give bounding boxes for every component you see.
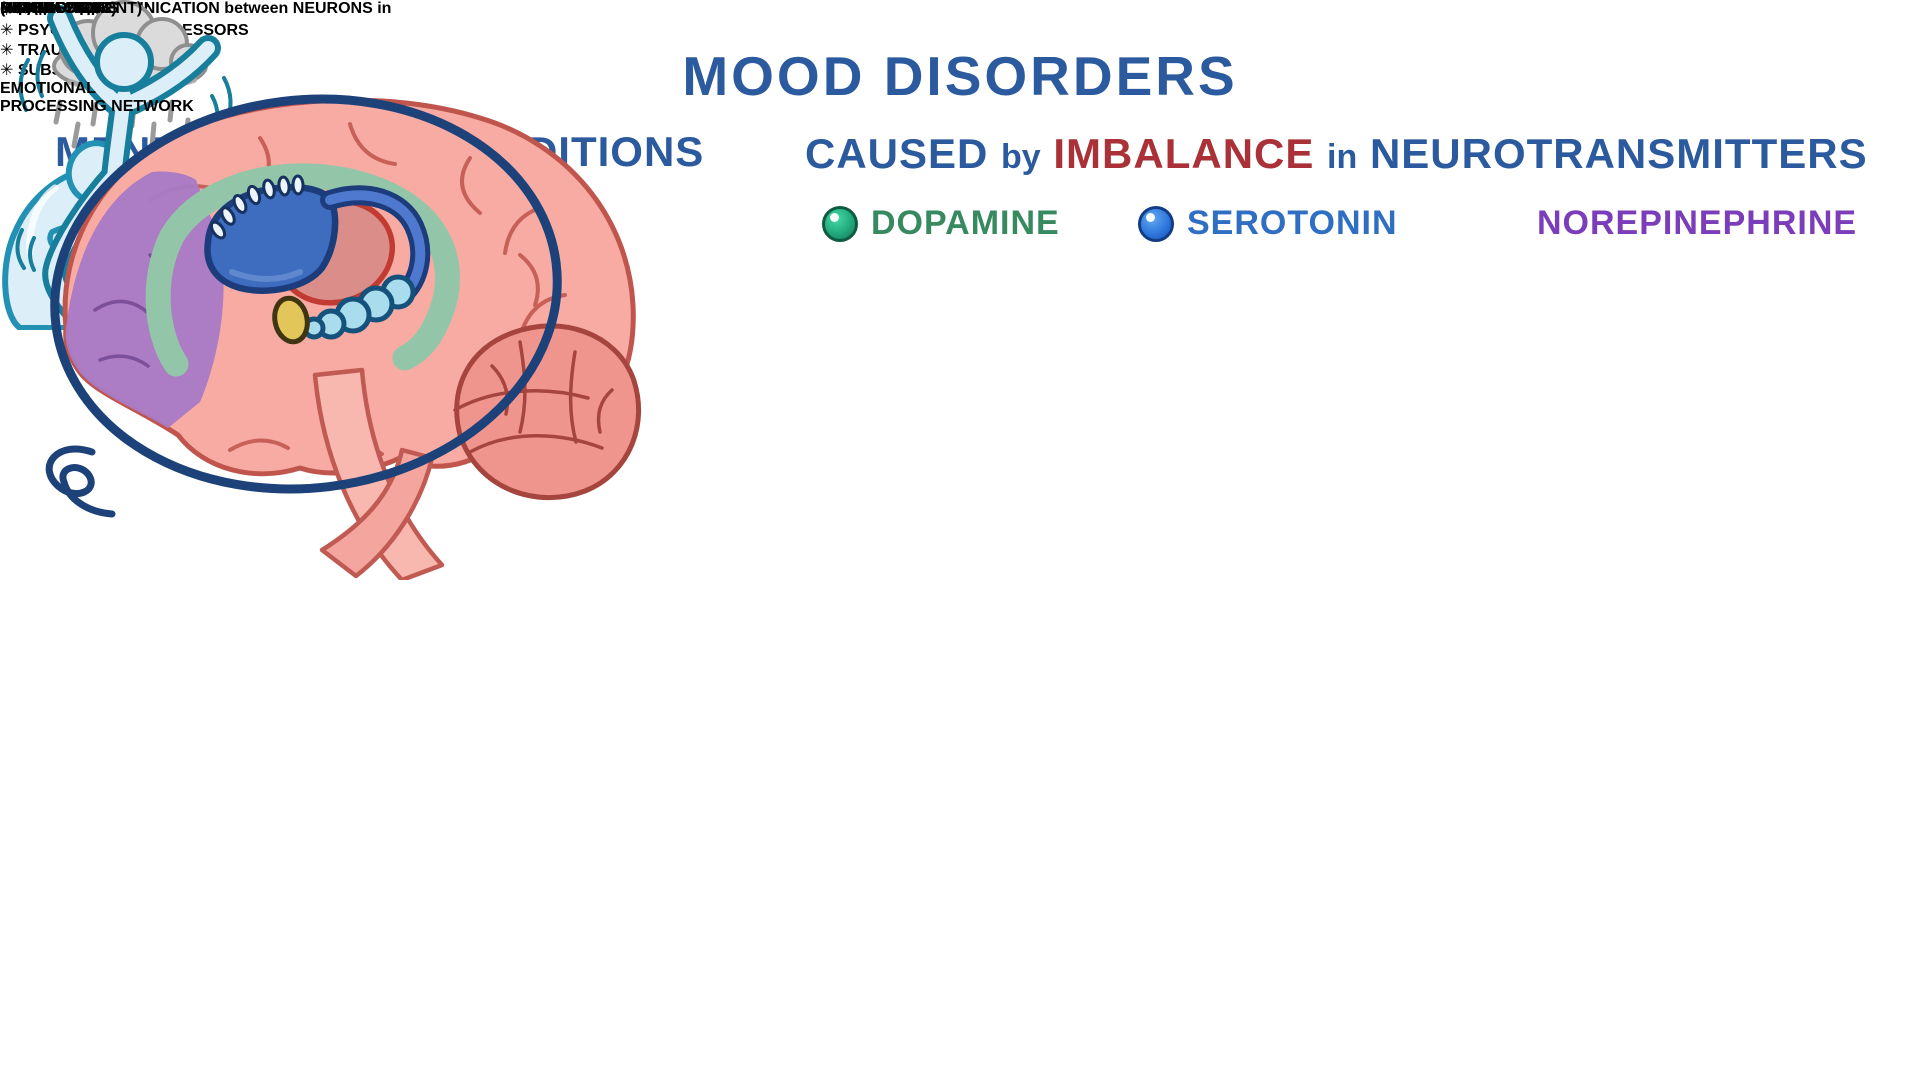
down-arrow-icon: ↓ [0, 0, 8, 17]
risk-factor-item: ✳ PSYCHOSOCIAL STRESSORS [0, 20, 1920, 40]
amygdala-shape [272, 295, 310, 345]
depression-label: DEPRESSION [0, 0, 105, 17]
asterisk-bullet-icon: ✳ [0, 42, 14, 59]
section-heading-cause: CAUSED by IMBALANCE in NEUROTRANSMITTERS [805, 130, 1868, 178]
cerebellum-shape [453, 323, 642, 500]
risk-factors-heading: RISK FACTORS [0, 0, 119, 17]
jumping-person-icon [15, 5, 233, 334]
mania-figure [0, 0, 245, 340]
in-word: in [1327, 138, 1358, 176]
between-word: between [224, 0, 289, 17]
jumping-person-body [42, 5, 221, 331]
serotonin-label: SEROTONIN [1187, 204, 1398, 242]
emotional-network-label: EMOTIONAL PROCESSING NETWORK [0, 80, 194, 116]
fornix-arc [320, 185, 431, 306]
cingulate-gyrus-band [145, 163, 460, 377]
corpus-area-shape [204, 184, 339, 294]
norepinephrine-sphere-icon [1494, 209, 1524, 239]
neurotransmitters-word: NEUROTRANSMITTERS [1369, 130, 1868, 177]
in-word-2: in [377, 0, 392, 17]
legend-item-serotonin: SEROTONIN [1138, 204, 1398, 243]
legend-item-norepinephrine: NOREPINEPHRINE [1494, 204, 1857, 243]
norepinephrine-label: NOREPINEPHRINE [1537, 204, 1858, 242]
depression-sub-label: (↑↑↑ SADNESS) [0, 0, 117, 17]
ventricle-ovals [209, 174, 305, 240]
curly-connector [45, 445, 116, 518]
asterisk-bullet-icon: ✳ [0, 62, 14, 79]
emotional-network-label-line1: EMOTIONAL [0, 80, 96, 97]
neurons-word: NEURONS [292, 0, 373, 17]
asterisk-bullet-icon: ✳ [0, 2, 14, 19]
mania-label: MANIA [0, 0, 53, 17]
emotional-network-label-line2: PROCESSING NETWORK [0, 98, 194, 115]
by-word: by [1001, 138, 1041, 176]
legend-item-dopamine: DOPAMINE [822, 204, 1060, 243]
page-title: MOOD DISORDERS [682, 45, 1238, 107]
sagittal-brain-icon [45, 94, 642, 583]
dopamine-sphere-icon [822, 205, 858, 242]
imbalance-word: IMBALANCE [1053, 130, 1315, 177]
network-ring [50, 94, 562, 494]
mania-sub-label: (↑↑↑ EXCITEMENT) [0, 0, 143, 17]
caused-word: CAUSED [805, 130, 989, 177]
dopamine-label: DOPAMINE [871, 204, 1060, 242]
asterisk-bullet-icon: ✳ [0, 22, 14, 39]
serotonin-sphere-icon [1138, 205, 1174, 242]
brain-illustration [0, 80, 660, 585]
